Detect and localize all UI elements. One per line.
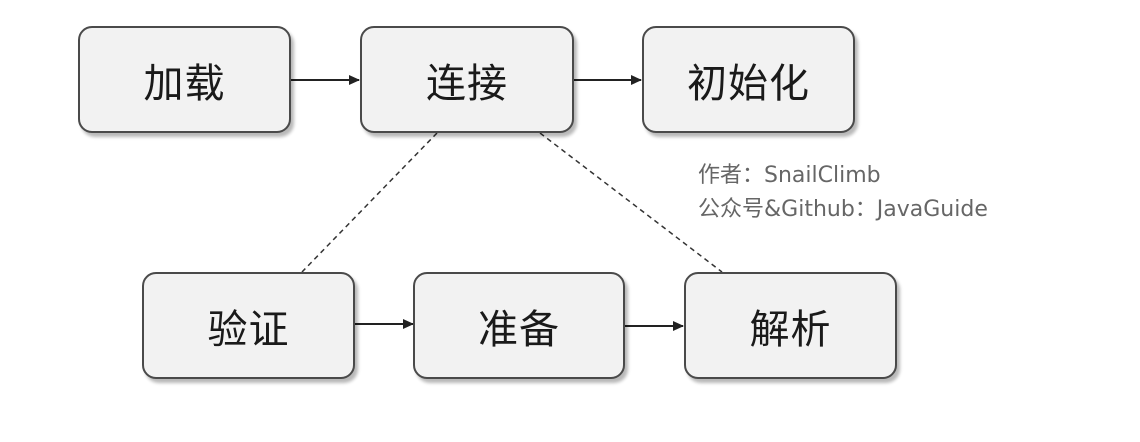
node-prepare: 准备: [413, 272, 625, 379]
node-load: 加载: [78, 26, 291, 133]
node-link-label: 连接: [426, 60, 508, 107]
node-resolve: 解析: [684, 272, 897, 379]
credits-block: 作者：SnailClimb 公众号&Github：JavaGuide: [698, 159, 988, 227]
node-verify: 验证: [142, 272, 355, 379]
node-load-label: 加载: [143, 60, 226, 107]
node-verify-label: 验证: [207, 306, 290, 353]
node-prepare-label: 准备: [478, 306, 560, 353]
node-init-label: 初始化: [687, 60, 810, 107]
author-line: 作者：SnailClimb: [698, 163, 881, 188]
node-link: 连接: [360, 26, 574, 133]
dashed-link-to-resolve: [539, 132, 723, 273]
node-init: 初始化: [642, 26, 855, 133]
node-resolve-label: 解析: [749, 306, 832, 353]
dashed-link-to-verify: [301, 132, 438, 273]
account-line: 公众号&Github：JavaGuide: [698, 197, 988, 222]
